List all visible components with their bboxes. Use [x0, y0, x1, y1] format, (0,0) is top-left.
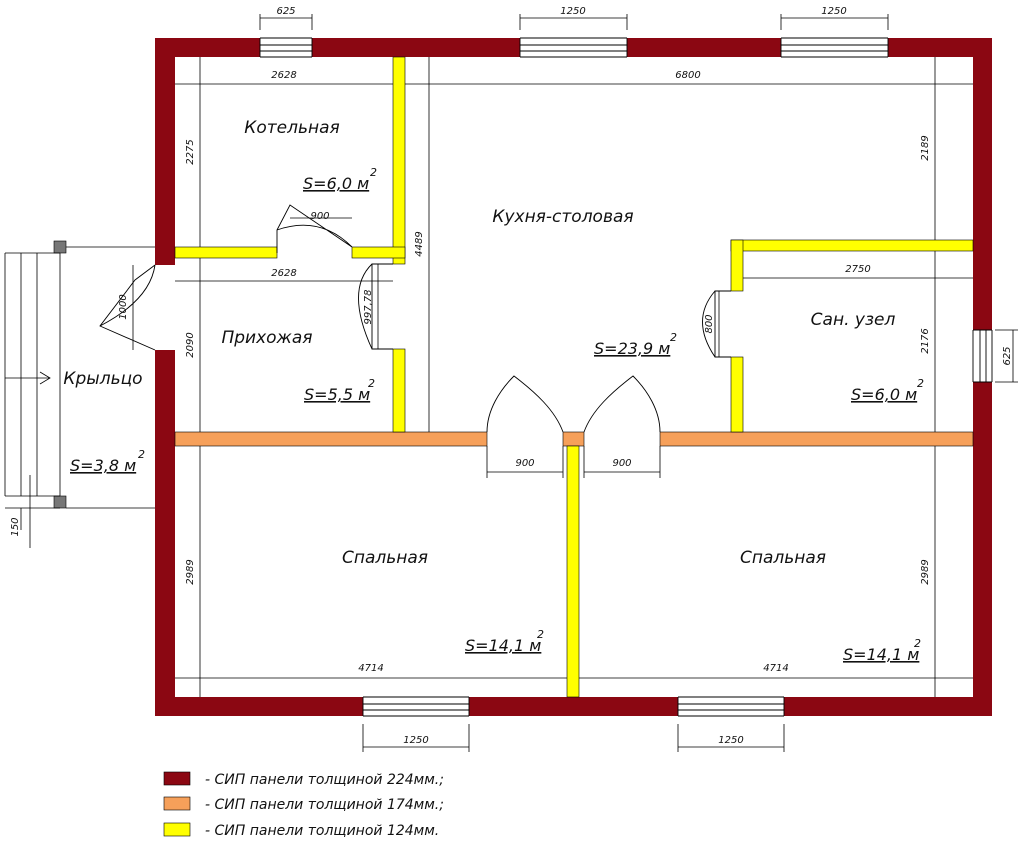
door-bedroom-left-leaf — [486, 375, 564, 433]
wall-174-right — [659, 431, 974, 447]
dim-boiler-height: 2275 — [185, 139, 196, 164]
dim-bed-left-width: 4714 — [358, 663, 383, 674]
window-top-1 — [260, 37, 312, 58]
legend-swatch-224 — [163, 771, 191, 786]
dim-win-top-1: 625 — [276, 6, 295, 17]
doors — [99, 204, 731, 433]
dim-kitchen-to-bath: 2189 — [920, 135, 931, 160]
wall-124-hall-vertical — [392, 348, 406, 433]
interior-walls-124 — [174, 56, 974, 698]
room-name-bedroom-left: Спальная — [342, 548, 428, 568]
dim-kitchen-height: 4489 — [414, 231, 425, 256]
wall-124-bath-top — [730, 239, 974, 252]
wall-124-bath-left-bottom — [730, 356, 744, 433]
dim-bed-right-height: 2989 — [920, 559, 931, 584]
legend: - СИП панели толщиной 224мм.; - СИП пане… — [163, 771, 444, 839]
dim-hall-width: 2628 — [271, 268, 296, 279]
dim-door-bed-right: 900 — [612, 458, 631, 469]
legend-label-224: - СИП панели толщиной 224мм.; — [205, 772, 444, 788]
dim-bath-height: 2176 — [920, 328, 931, 353]
dim-door-bed-left: 900 — [515, 458, 534, 469]
dimension-lines — [132, 14, 1018, 752]
dimension-labels: 625 1250 1250 2628 6800 2275 900 2628 10… — [10, 6, 1013, 746]
area-boiler: S=6,0 м — [303, 174, 369, 193]
room-name-bath: Сан. узел — [811, 310, 896, 330]
wall-124-bath-left-top — [730, 239, 744, 292]
porch-outline — [59, 246, 155, 509]
door-bath-leaf — [702, 290, 731, 358]
area-bedroom-right: S=14,1 м — [843, 645, 919, 664]
room-name-bedroom-right: Спальная — [740, 548, 826, 568]
area-hall: S=5,5 м — [304, 385, 370, 404]
dim-win-bottom-1: 1250 — [403, 735, 428, 746]
area-kitchen: S=23,9 м — [594, 339, 670, 358]
window-top-2 — [520, 37, 627, 58]
wall-124-boiler-bottom-left — [174, 246, 278, 259]
porch-steps — [4, 252, 60, 497]
area-bedroom-left-exp: 2 — [537, 628, 544, 641]
room-name-boiler: Котельная — [244, 118, 339, 138]
dim-win-bottom-2: 1250 — [718, 735, 743, 746]
dim-win-top-2: 1250 — [560, 6, 585, 17]
dim-win-right: 625 — [1002, 346, 1013, 365]
window-bottom-2 — [678, 696, 784, 717]
area-bedroom-left: S=14,1 м — [465, 636, 541, 655]
dim-bed-right-width: 4714 — [763, 663, 788, 674]
dim-bath-width: 2750 — [845, 264, 870, 275]
dim-win-top-3: 1250 — [821, 6, 846, 17]
legend-swatch-174 — [163, 796, 191, 811]
area-boiler-exp: 2 — [370, 166, 377, 179]
room-name-porch: Крыльцо — [63, 369, 142, 389]
dim-door-boiler: 900 — [310, 211, 329, 222]
dim-bed-left-height: 2989 — [185, 559, 196, 584]
dim-door-porch: 1000 — [118, 294, 129, 319]
door-boiler-leaf — [276, 204, 353, 253]
wall-openings — [154, 37, 993, 717]
area-porch: S=3,8 м — [70, 456, 136, 475]
dim-boiler-width: 2628 — [271, 70, 296, 81]
area-hall-exp: 2 — [368, 377, 375, 390]
area-porch-exp: 2 — [138, 448, 145, 461]
wall-124-boiler-vertical — [392, 56, 406, 265]
porch-post-top — [53, 240, 67, 254]
porch-step-dim — [5, 475, 60, 548]
dim-door-hall: 997,78 — [363, 290, 374, 325]
door-porch-opening — [154, 265, 176, 350]
room-areas: S=6,0 м 2 S=23,9 м 2 S=5,5 м 2 S=6,0 м 2… — [70, 166, 924, 664]
legend-swatch-124 — [163, 822, 191, 837]
wall-124-boiler-bottom-right — [351, 246, 406, 259]
door-bedroom-right-leaf — [583, 375, 661, 433]
dim-hall-height: 2090 — [185, 332, 196, 357]
area-bath: S=6,0 м — [851, 385, 917, 404]
room-name-hall: Прихожая — [221, 328, 312, 348]
dim-door-bath: 800 — [704, 314, 715, 333]
window-lines — [259, 37, 993, 717]
porch — [4, 240, 155, 548]
porch-post-bottom — [53, 495, 67, 509]
window-top-3 — [781, 37, 888, 58]
legend-label-174: - СИП панели толщиной 174мм.; — [205, 797, 444, 813]
room-name-kitchen: Кухня-столовая — [492, 207, 633, 227]
dim-porch-step: 150 — [10, 517, 21, 536]
window-right — [972, 330, 993, 382]
dim-kitchen-width: 6800 — [675, 70, 700, 81]
legend-label-124: - СИП панели толщиной 124мм. — [205, 823, 439, 839]
wall-124-bedrooms — [566, 445, 580, 698]
door-porch-leaf — [99, 264, 156, 351]
area-bath-exp: 2 — [917, 377, 924, 390]
area-bedroom-right-exp: 2 — [914, 637, 921, 650]
room-names: Котельная Кухня-столовая Прихожая Сан. у… — [63, 118, 895, 568]
wall-174-left — [174, 431, 488, 447]
wall-174-mid — [562, 431, 585, 447]
door-hall-leaf — [358, 263, 393, 350]
area-kitchen-exp: 2 — [670, 331, 677, 344]
interior-walls-174 — [174, 431, 974, 447]
window-bottom-1 — [363, 696, 469, 717]
